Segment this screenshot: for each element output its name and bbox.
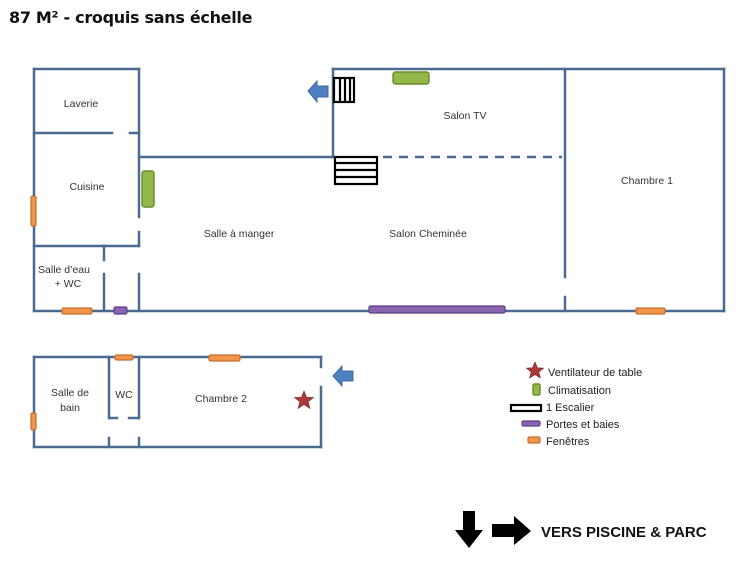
legend-window-icon (527, 436, 541, 444)
room-label-salle-eau: Salle d’eau (38, 264, 90, 276)
room-label-chambre2: Chambre 2 (195, 393, 247, 405)
window (61, 307, 93, 315)
legend-label-window: Fenêtres (546, 436, 590, 448)
legend-label-door: Portes et baies (546, 419, 620, 431)
room-label-wc: WC (115, 389, 133, 401)
staircase-horizontal (333, 155, 379, 186)
doors (113, 305, 506, 315)
room-label-bain: bain (60, 402, 80, 414)
legend: Ventilateur de table Climatisation 1 Esc… (509, 361, 642, 448)
legend-ac-icon (532, 383, 541, 396)
window (635, 307, 666, 315)
legend-door-icon (521, 420, 541, 427)
legend-label-fan: Ventilateur de table (548, 367, 642, 379)
window (114, 354, 134, 361)
arrow-right-icon (492, 516, 531, 545)
staircase-vertical (332, 76, 356, 104)
direction-label: VERS PISCINE & PARC (541, 524, 707, 541)
upper-building-walls (32, 67, 726, 313)
entry-arrow-icon (307, 79, 329, 104)
room-label-laverie: Laverie (64, 98, 99, 110)
lower-building-walls (32, 355, 323, 449)
room-label-salon-cheminee: Salon Cheminée (389, 228, 467, 240)
window (30, 412, 37, 431)
legend-star-icon (525, 361, 545, 379)
room-label-salle-eau-wc: + WC (55, 278, 82, 290)
room-label-chambre1: Chambre 1 (621, 175, 673, 187)
ac-units (141, 71, 430, 208)
entry-arrow-icon (332, 364, 354, 388)
windows (30, 195, 666, 431)
room-label-salon-tv: Salon TV (444, 110, 487, 122)
legend-stair-icon (509, 403, 543, 413)
room-label-cuisine: Cuisine (69, 181, 104, 193)
direction-indicator: VERS PISCINE & PARC (455, 511, 707, 548)
plan-title: 87 M² - croquis sans échelle (9, 8, 253, 27)
door (368, 305, 506, 314)
window (208, 354, 241, 362)
legend-label-stair: 1 Escalier (546, 402, 595, 414)
arrow-down-icon (455, 511, 483, 548)
legend-label-ac: Climatisation (548, 385, 611, 397)
room-label-salle-a-manger: Salle à manger (204, 228, 275, 240)
ac-unit (141, 170, 155, 208)
room-label-salle-de-bain: Salle de (51, 387, 89, 399)
ac-unit (392, 71, 430, 85)
window (30, 195, 37, 227)
fan-star-icon (293, 390, 315, 410)
door (113, 306, 128, 315)
